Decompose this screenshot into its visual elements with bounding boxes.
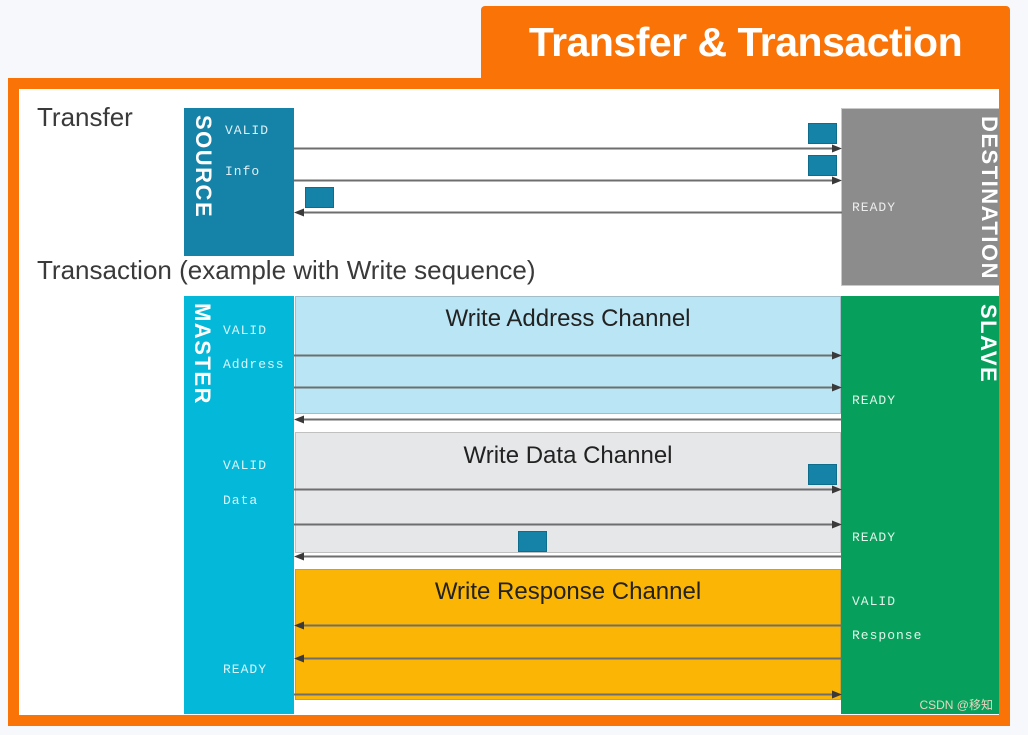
slave-port-ready-data: READY xyxy=(852,530,897,545)
master-port-valid-data: VALID xyxy=(223,458,268,473)
master-box: MASTER VALID Address VALID Data READY xyxy=(184,296,294,714)
slave-title-label: SLAVE xyxy=(976,304,999,384)
watermark: CSDN @移知 xyxy=(919,698,993,712)
wr-valid-arrow-left xyxy=(294,620,842,631)
write-data-channel-band: Write Data Channel xyxy=(295,432,841,553)
transaction-section-caption: Transaction (example with Write sequence… xyxy=(37,255,536,285)
transfer-valid-arrow-right xyxy=(294,143,842,154)
slave-box: SLAVE READY READY VALID Response xyxy=(841,296,999,714)
wd-pulse-ready xyxy=(518,531,547,552)
destination-box: DESTINATION READY xyxy=(841,108,999,286)
write-response-channel-band: Write Response Channel xyxy=(295,569,841,700)
wa-valid-arrow-right xyxy=(294,350,842,361)
slave-port-ready-address: READY xyxy=(852,393,897,408)
slave-port-valid-response: VALID xyxy=(852,594,897,609)
destination-title-label: DESTINATION xyxy=(977,116,999,280)
slave-port-response: Response xyxy=(852,628,923,643)
transfer-section-caption: Transfer xyxy=(37,102,133,132)
wd-ready-arrow-left xyxy=(294,551,842,562)
transfer-pulse-info xyxy=(808,155,837,176)
write-data-channel-label: Write Data Channel xyxy=(463,442,673,469)
diagram-frame: Transfer Transaction (example with Write… xyxy=(8,78,1010,726)
wa-ready-arrow-left xyxy=(294,414,842,425)
master-port-data: Data xyxy=(223,493,259,508)
transfer-pulse-valid xyxy=(808,123,837,144)
wr-ready-arrow-right xyxy=(294,689,842,700)
wa-address-arrow-right xyxy=(294,382,842,393)
wd-data-arrow-right xyxy=(294,519,842,530)
transfer-info-arrow-right xyxy=(294,175,842,186)
master-port-ready: READY xyxy=(223,662,268,677)
destination-port-ready: READY xyxy=(852,200,897,215)
write-response-channel-label: Write Response Channel xyxy=(434,578,702,605)
master-title-label: MASTER xyxy=(190,303,215,405)
master-port-address: Address xyxy=(223,357,285,372)
wd-pulse-valid xyxy=(808,464,837,485)
source-port-valid: VALID xyxy=(225,123,270,138)
wr-response-arrow-left xyxy=(294,653,842,664)
write-address-channel-label: Write Address Channel xyxy=(445,305,691,332)
title-banner: Transfer & Transaction xyxy=(481,6,1010,78)
source-port-info: Info xyxy=(225,164,261,179)
source-title-label: SOURCE xyxy=(191,115,216,219)
page-title: Transfer & Transaction xyxy=(528,18,963,65)
diagram-canvas: Transfer Transaction (example with Write… xyxy=(19,89,999,715)
transfer-ready-arrow-left xyxy=(294,207,842,218)
master-port-valid-address: VALID xyxy=(223,323,268,338)
transfer-pulse-ready xyxy=(305,187,334,208)
source-box: SOURCE VALID Info xyxy=(184,108,294,256)
wd-valid-arrow-right xyxy=(294,484,842,495)
